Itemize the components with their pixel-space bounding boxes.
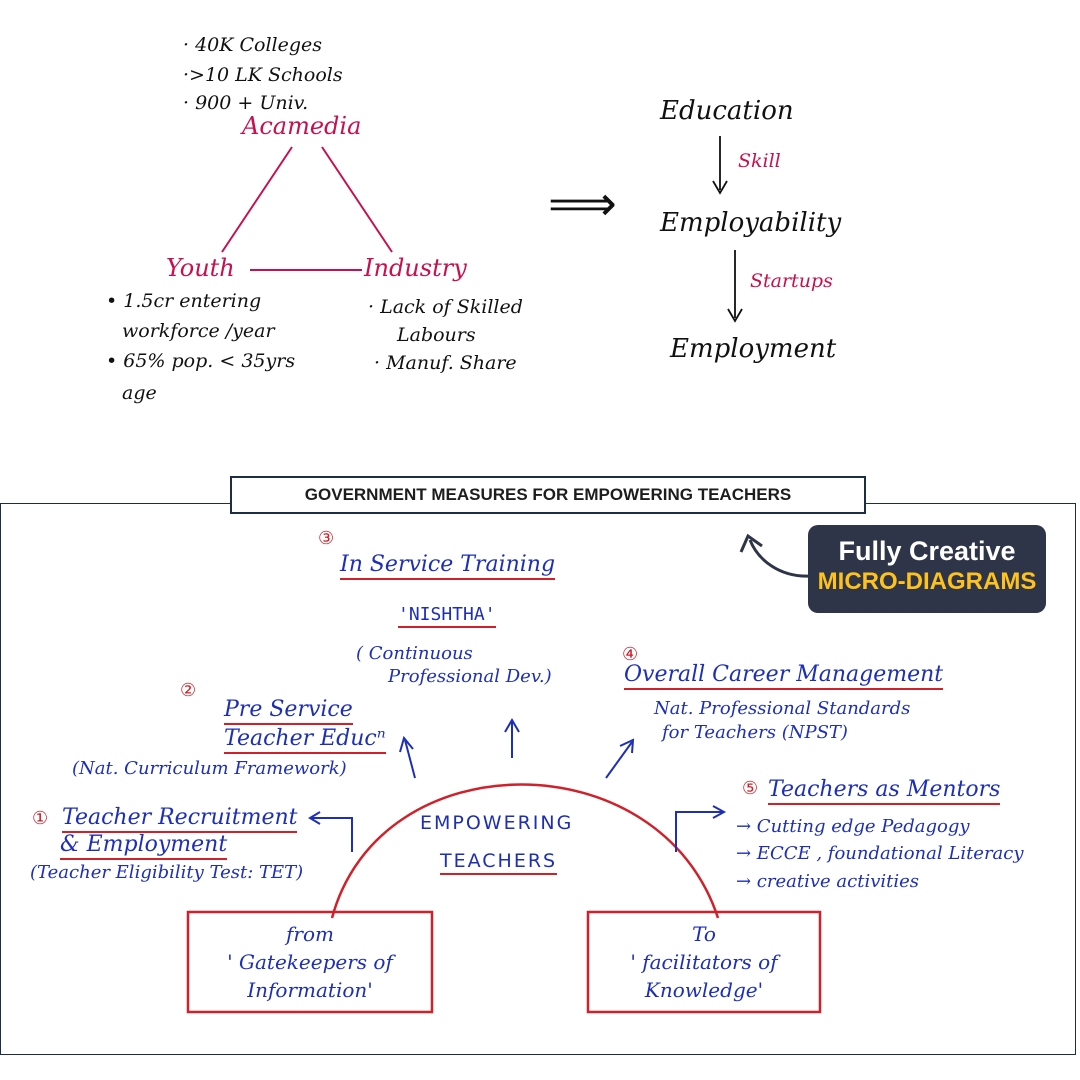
center-label-1: EMPOWERING bbox=[420, 812, 574, 834]
center-label-2: TEACHERS bbox=[440, 850, 558, 875]
to-box-line-3: Knowledge' bbox=[644, 978, 764, 1002]
top-connectors bbox=[221, 136, 743, 323]
arrow-to-measure-2 bbox=[404, 739, 416, 779]
academia-fact-1: · 40K Colleges bbox=[183, 34, 323, 56]
arrow-to-measure-5 bbox=[675, 811, 722, 852]
flow-employment: Employment bbox=[670, 334, 837, 364]
measure-5-bullet-1: → Cutting edge Pedagogy bbox=[736, 816, 970, 837]
measure-2-number: ② bbox=[180, 680, 197, 701]
industry-label: Industry bbox=[364, 254, 467, 282]
measure-4-detail-2: for Teachers (NPST) bbox=[662, 722, 848, 743]
academia-fact-2: ·>10 LK Schools bbox=[183, 64, 343, 86]
panel-title: GOVERNMENT MEASURES FOR EMPOWERING TEACH… bbox=[230, 476, 866, 514]
flow-startups-label: Startups bbox=[750, 270, 833, 292]
badge-pointer-arrow bbox=[748, 539, 813, 578]
youth-fact-3: • 65% pop. < 35yrs bbox=[106, 350, 296, 372]
badge-line-2: MICRO-DIAGRAMS bbox=[817, 568, 1037, 595]
measure-1-detail: (Teacher Eligibility Test: TET) bbox=[30, 862, 304, 883]
implies-arrow: ⟹ bbox=[548, 176, 617, 232]
micro-diagrams-badge: Fully Creative MICRO-DIAGRAMS bbox=[808, 525, 1046, 613]
measure-1-title-1: Teacher Recruitment bbox=[62, 805, 298, 833]
industry-fact-2: Labours bbox=[397, 324, 476, 346]
youth-fact-2: workforce /year bbox=[122, 320, 275, 342]
to-box-line-2: ' facilitators of bbox=[630, 950, 778, 974]
measure-4-number: ④ bbox=[622, 644, 639, 665]
measure-2-title-1: Pre Service bbox=[224, 697, 353, 725]
youth-label: Youth bbox=[166, 254, 235, 282]
youth-fact-1: • 1.5cr entering bbox=[106, 290, 262, 312]
youth-fact-4: age bbox=[122, 382, 157, 404]
from-box-line-1: from bbox=[286, 922, 334, 946]
to-box-line-1: To bbox=[692, 922, 716, 946]
arrow-to-measure-1 bbox=[312, 817, 353, 852]
measure-1-number: ① bbox=[32, 808, 49, 829]
measure-5-number: ⑤ bbox=[742, 778, 759, 799]
industry-fact-3: · Manuf. Share bbox=[374, 352, 517, 374]
measure-3-detail-2: Professional Dev.) bbox=[388, 666, 552, 687]
from-box-frame bbox=[186, 910, 434, 1014]
measure-2-detail: (Nat. Curriculum Framework) bbox=[72, 758, 347, 779]
academia-fact-3: · 900 + Univ. bbox=[183, 92, 309, 114]
measure-3-number: ③ bbox=[318, 528, 335, 549]
from-box-line-3: Information' bbox=[247, 978, 373, 1002]
to-box-frame bbox=[586, 910, 822, 1014]
arrow-to-measure-4 bbox=[605, 741, 633, 779]
industry-fact-1: · Lack of Skilled bbox=[368, 296, 523, 318]
measure-2-title-2: Teacher Educⁿ bbox=[224, 726, 386, 754]
measure-5-title: Teachers as Mentors bbox=[768, 777, 1001, 805]
academia-youth-line bbox=[221, 146, 293, 253]
measure-3-detail-1: ( Continuous bbox=[356, 643, 473, 664]
academia-industry-line bbox=[321, 146, 393, 253]
measure-3-title: In Service Training bbox=[340, 552, 556, 580]
measure-5-bullet-3: → creative activities bbox=[736, 871, 920, 892]
measure-4-detail-1: Nat. Professional Standards bbox=[654, 698, 911, 719]
measure-1-title-2: & Employment bbox=[60, 832, 228, 860]
from-box-line-2: ' Gatekeepers of bbox=[227, 950, 393, 974]
central-arc bbox=[330, 783, 720, 919]
flow-skill-label: Skill bbox=[738, 150, 781, 172]
flow-education: Education bbox=[660, 96, 794, 126]
measure-5-bullet-2: → ECCE , foundational Literacy bbox=[736, 843, 1024, 864]
measure-4-title: Overall Career Management bbox=[624, 662, 944, 690]
academia-label: Acamedia bbox=[242, 112, 362, 140]
flow-employability: Employability bbox=[660, 208, 842, 238]
badge-line-1: Fully Creative bbox=[838, 536, 1016, 566]
measure-3-scheme: 'NISHTHA' bbox=[398, 604, 496, 628]
